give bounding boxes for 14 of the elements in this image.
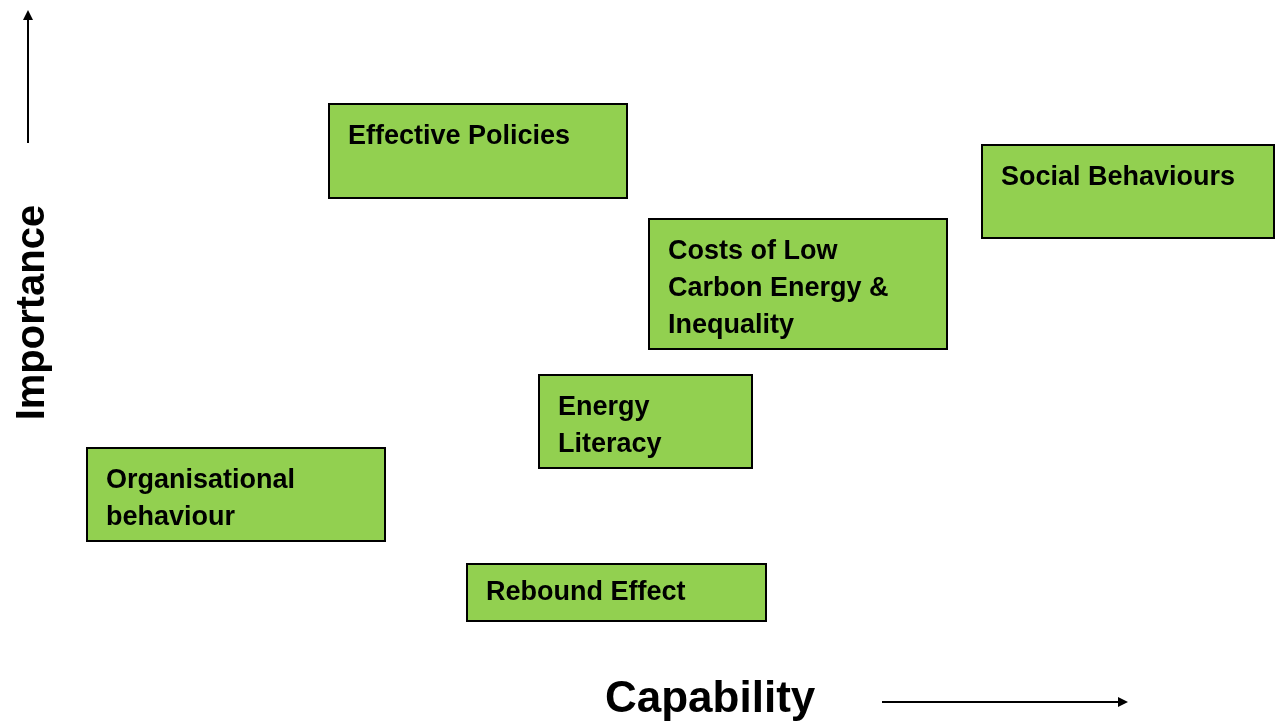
topic-box — [328, 103, 628, 199]
topic-box — [981, 144, 1275, 239]
topic-box — [538, 374, 753, 469]
topic-label: Rebound Effect — [486, 575, 687, 608]
topic-label: Social Behaviours — [1001, 160, 1237, 193]
topic-box — [86, 447, 386, 542]
topic-box — [648, 218, 948, 350]
topic-label: Effective Policies — [348, 119, 572, 152]
axis-title: Importance — [7, 203, 53, 423]
topic-label: Costs of Low Carbon Energy & Inequality — [668, 234, 890, 341]
topic-box — [466, 563, 767, 622]
axis-title: Capability — [605, 672, 816, 722]
topic-label: Energy Literacy — [558, 390, 663, 460]
topic-label: Organisational behaviour — [106, 463, 297, 533]
